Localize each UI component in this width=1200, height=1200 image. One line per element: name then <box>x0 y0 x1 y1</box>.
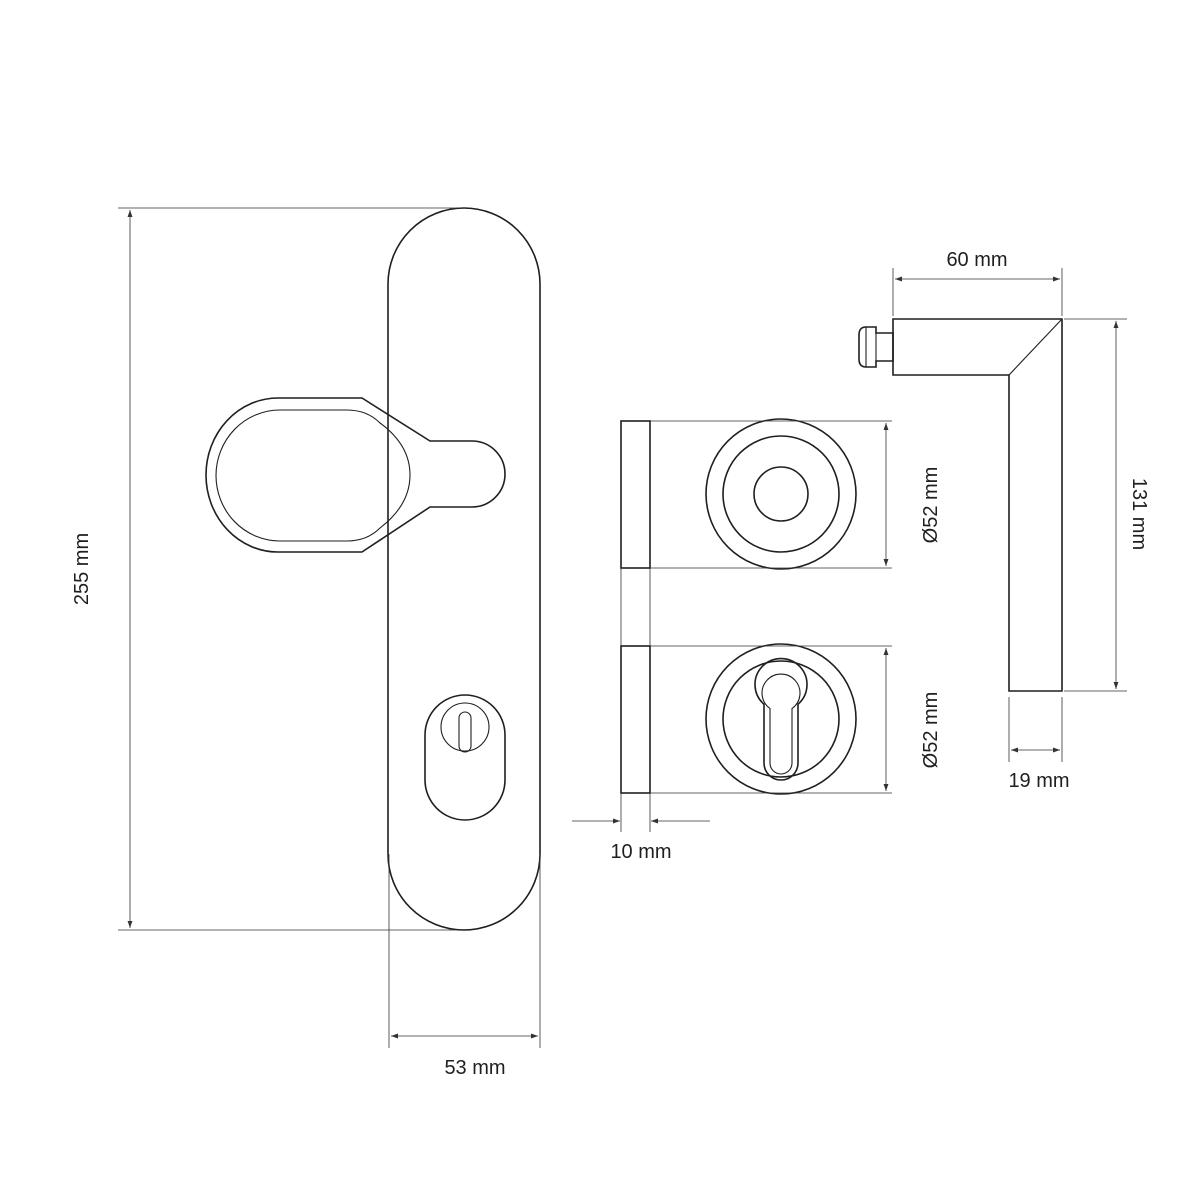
cylinder-escutcheon <box>424 694 506 821</box>
plate-height-dimension: 255 mm <box>71 207 462 931</box>
pull-handle-inner <box>215 409 411 542</box>
lever-bend-line <box>1008 318 1063 376</box>
rose-diameter-bottom-label: Ø52 mm <box>920 692 942 769</box>
lever-height-label: 131 mm <box>1128 478 1150 550</box>
lever-height-dimension: 131 mm <box>1064 318 1150 692</box>
cylinder-slot <box>458 711 472 753</box>
lever-rose: Ø52 mm <box>650 418 942 570</box>
euro-cylinder-profile-inner <box>761 673 801 775</box>
pull-handle <box>205 397 506 553</box>
plate-outline <box>387 207 541 931</box>
lever-length-dimension: 60 mm <box>892 249 1063 316</box>
lever-square-hole <box>753 466 809 522</box>
lever-width-dimension: 19 mm <box>1008 697 1070 792</box>
lever-body <box>892 318 1063 692</box>
rose-diameter-top-label: Ø52 mm <box>920 467 942 544</box>
lever-length-label: 60 mm <box>946 249 1007 271</box>
plate-width-label: 53 mm <box>444 1057 505 1079</box>
rose-side-bottom <box>620 645 651 794</box>
plate-width-dimension: 53 mm <box>388 854 541 1079</box>
rose-side-top <box>620 420 651 569</box>
lever-handle <box>858 318 1063 692</box>
plate-height-label: 255 mm <box>71 533 93 605</box>
euro-cylinder-profile <box>754 657 808 781</box>
lever-width-label: 19 mm <box>1008 770 1069 792</box>
rose-side-views <box>620 420 651 794</box>
rose-thickness-dimension: 10 mm <box>572 793 710 863</box>
door-plate <box>205 207 541 931</box>
rose-thickness-label: 10 mm <box>610 841 671 863</box>
cylinder-rose: Ø52 mm <box>650 643 942 795</box>
cylinder-hole <box>440 702 490 752</box>
